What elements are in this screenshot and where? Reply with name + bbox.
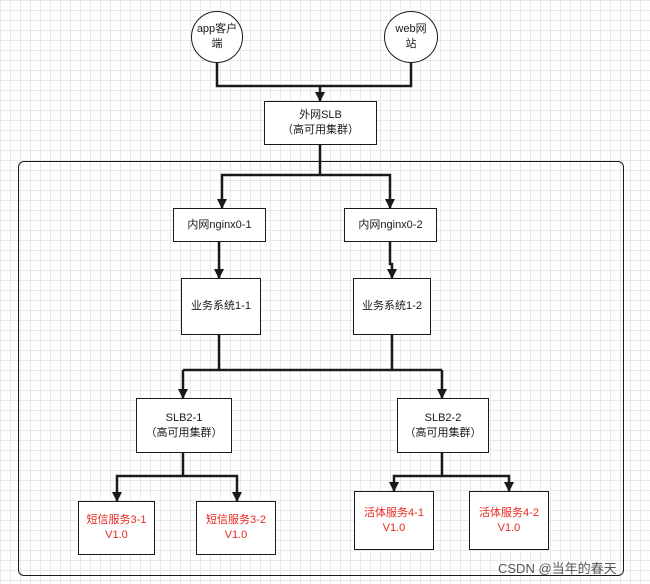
app-client-label-line1: app客户: [196, 23, 238, 35]
nginx-1-node: 内网nginx0-1: [173, 208, 266, 242]
sms-service-3-2-version: V1.0: [224, 529, 248, 541]
web-site-label-line1: web网: [395, 23, 427, 35]
slb2-1-label-line1: SLB2-1: [165, 411, 203, 424]
slb2-2-node: SLB2-2 （高可用集群）: [397, 398, 489, 453]
edge-nginx2-to-biz2: [387, 242, 397, 279]
slb2-1-label-line2: （高可用集群）: [145, 426, 223, 439]
edge-to-sms32: [183, 474, 242, 502]
biz-system-2-node: 业务系统1-2: [353, 278, 431, 335]
biz-system-1-label: 业务系统1-1: [191, 300, 251, 312]
nginx-1-label: 内网nginx0-1: [187, 218, 252, 231]
nginx-2-label: 内网nginx0-2: [358, 218, 423, 231]
internal-network-boundary: [18, 161, 624, 576]
web-site-node: web网 站: [384, 11, 438, 63]
liveness-service-4-2-node: 活体服务4-2 V1.0: [469, 491, 549, 550]
nginx-2-node: 内网nginx0-2: [344, 208, 437, 242]
sms-service-3-2-node: 短信服务3-2 V1.0: [196, 501, 276, 555]
edge-web-to-merge: [320, 63, 413, 88]
biz-system-2-label: 业务系统1-2: [362, 300, 422, 312]
edge-app-to-merge: [215, 63, 320, 88]
sms-service-3-1-version: V1.0: [105, 529, 128, 541]
slb2-2-label-line1: SLB2-2: [424, 411, 462, 424]
liveness-service-4-1-label: 活体服务4-1: [364, 506, 424, 519]
sms-service-3-2-label: 短信服务3-2: [206, 514, 266, 526]
liveness-service-4-1-version: V1.0: [382, 521, 406, 534]
slb2-1-node: SLB2-1 （高可用集群）: [136, 398, 232, 453]
app-client-node: app客户 端: [191, 11, 243, 63]
biz-system-1-node: 业务系统1-1: [181, 278, 261, 335]
outer-slb-label-line1: 外网SLB: [299, 109, 342, 121]
edge-to-act42: [442, 474, 514, 492]
sms-service-3-1-label: 短信服务3-1: [86, 514, 147, 526]
slb2-2-label-line2: （高可用集群）: [404, 426, 482, 439]
outer-slb-label-line2: （高可用集群）: [282, 124, 359, 136]
edge-to-nginx1: [217, 173, 320, 209]
web-site-label-line2: 站: [405, 38, 417, 50]
edge-to-sms31: [112, 474, 183, 502]
watermark-text: CSDN @当年的春天: [498, 561, 617, 576]
liveness-service-4-2-version: V1.0: [497, 521, 521, 534]
liveness-service-4-2-label: 活体服务4-2: [479, 506, 539, 519]
sms-service-3-1-node: 短信服务3-1 V1.0: [78, 501, 155, 555]
outer-slb-node: 外网SLB （高可用集群）: [264, 101, 377, 145]
edge-to-nginx2: [320, 173, 395, 209]
edge-to-act41: [389, 474, 442, 492]
liveness-service-4-1-node: 活体服务4-1 V1.0: [354, 491, 434, 550]
app-client-label-line2: 端: [211, 38, 223, 50]
